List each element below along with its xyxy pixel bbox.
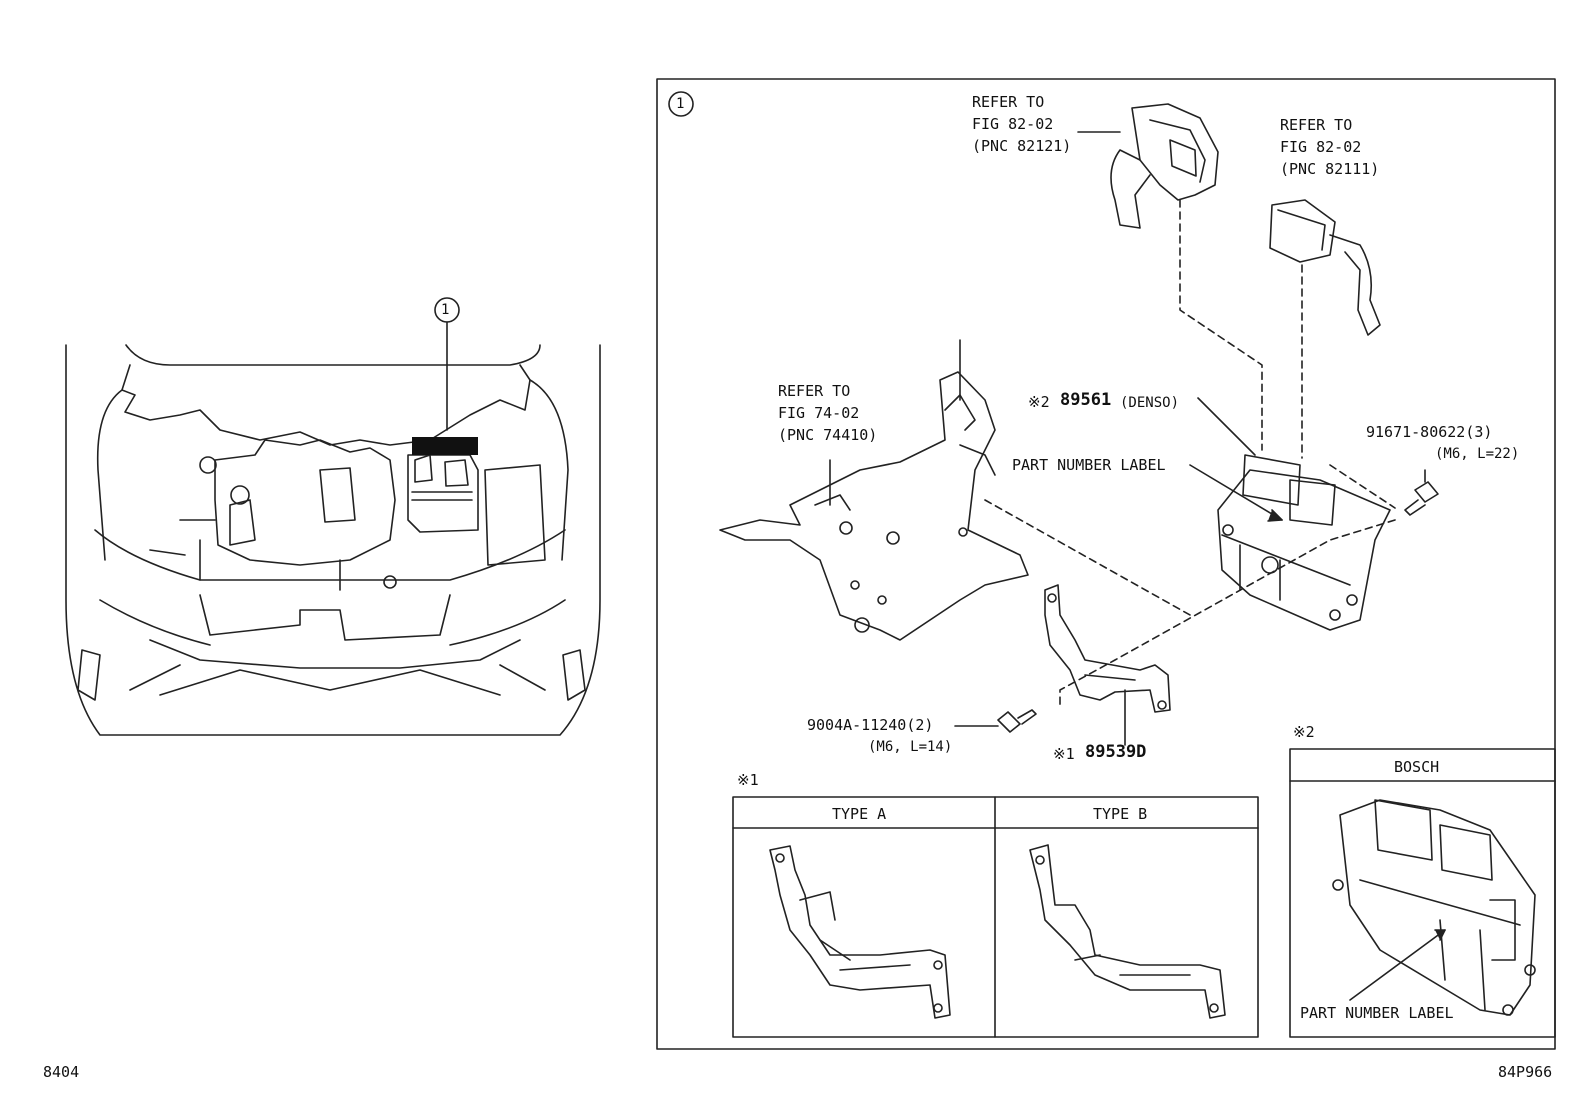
type-b-header: TYPE B xyxy=(1093,805,1148,823)
ref-82121-line2: FIG 82-02 xyxy=(972,115,1054,133)
ecu-part-number: 89561 xyxy=(1060,390,1112,410)
bolt-right-illustration xyxy=(1404,469,1439,516)
footer-right-code: 84P966 xyxy=(1498,1063,1553,1081)
bracket-part-number: 89539D xyxy=(1085,742,1147,762)
bracket-mark: ※1 xyxy=(1053,745,1075,763)
footer-left-code: 8404 xyxy=(43,1063,80,1081)
ecu-maker: (DENSO) xyxy=(1120,395,1180,411)
detail-frame xyxy=(656,78,1556,1050)
bracket-74410-illustration xyxy=(719,339,1029,641)
part-number-label-text: PART NUMBER LABEL xyxy=(1012,456,1166,474)
type-table-mark: ※1 xyxy=(737,771,759,789)
bolt-right-number: 91671-80622(3) xyxy=(1366,423,1493,441)
type-b-bracket-illustration xyxy=(1029,844,1226,1019)
bosch-title: BOSCH xyxy=(1394,758,1440,776)
ecu-illustration xyxy=(1189,397,1391,631)
ref-82111-line3: (PNC 82111) xyxy=(1280,160,1380,178)
location-marker-bar xyxy=(412,437,478,455)
ref-82111-line2: FIG 82-02 xyxy=(1280,138,1362,156)
ref-74410-line3: (PNC 74410) xyxy=(778,426,878,444)
bolt-right-spec: (M6, L=22) xyxy=(1435,446,1520,462)
bosch-box xyxy=(1289,748,1556,1038)
ref-74410-line2: FIG 74-02 xyxy=(778,404,860,422)
guide-lines xyxy=(984,199,1396,706)
ecu-mark: ※2 xyxy=(1028,393,1050,411)
bosch-mark: ※2 xyxy=(1293,723,1315,741)
ref-82111-line1: REFER TO xyxy=(1280,116,1353,134)
ref-74410-line1: REFER TO xyxy=(778,382,851,400)
bolt-left-number: 9004A-11240(2) xyxy=(807,716,934,734)
connector-82121-illustration xyxy=(1077,103,1219,229)
bolt-left-spec: (M6, L=14) xyxy=(868,739,953,755)
ref-82121-line3: (PNC 82121) xyxy=(972,137,1072,155)
left-callout-number: 1 xyxy=(441,302,450,318)
type-a-bracket-illustration xyxy=(769,845,951,1019)
type-a-header: TYPE A xyxy=(832,805,887,823)
ref-82121-line1: REFER TO xyxy=(972,93,1045,111)
connector-82111-illustration xyxy=(1269,199,1381,336)
bracket-89539d-illustration xyxy=(1044,584,1171,746)
bosch-ecu-illustration xyxy=(1332,799,1536,1016)
bosch-part-number-label: PART NUMBER LABEL xyxy=(1300,1004,1454,1022)
bolt-left-illustration xyxy=(954,709,1037,733)
vehicle-front-illustration xyxy=(65,297,601,736)
frame-callout-number: 1 xyxy=(676,96,685,112)
